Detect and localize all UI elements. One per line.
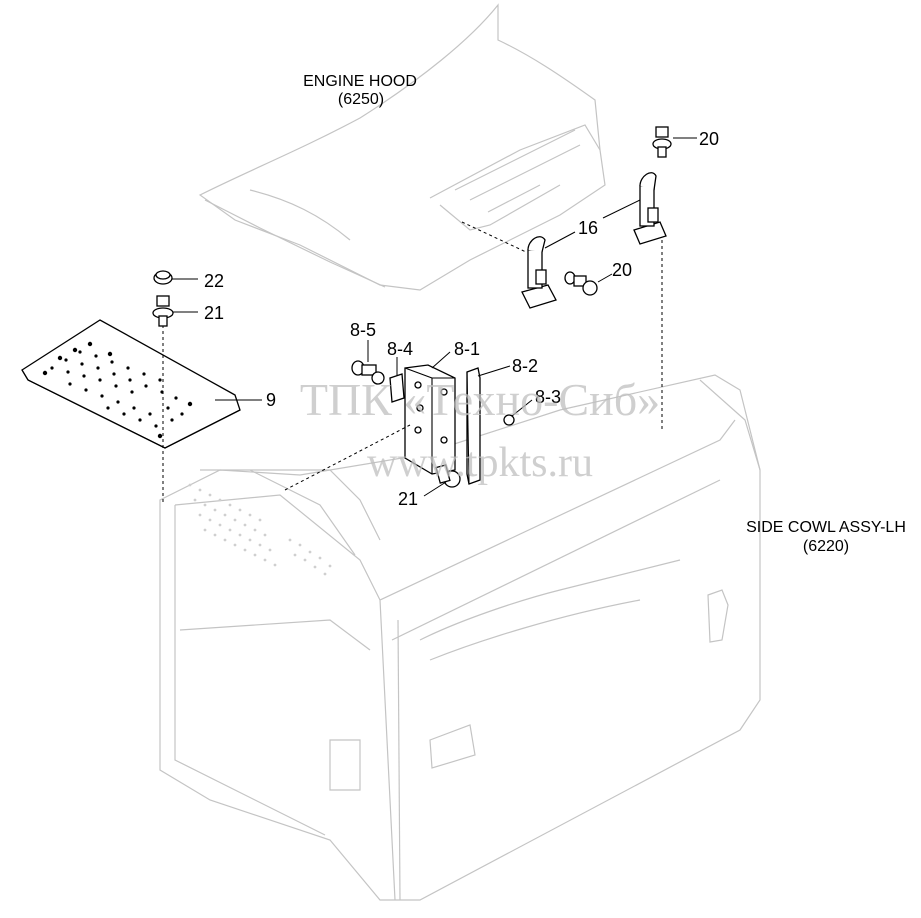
bolt-21-bottom <box>435 464 461 488</box>
callout-8-2: 8-2 <box>512 356 538 376</box>
step-plate <box>21 319 241 449</box>
engine-hood-code: (6250) <box>338 91 384 108</box>
side-cowl-name: SIDE COWL ASSY-LH <box>746 519 906 536</box>
side-cowl-code: (6220) <box>803 538 849 555</box>
callout-21-top: 21 <box>204 303 224 323</box>
latch-16-left <box>521 236 557 309</box>
bolt-20-middle <box>564 271 598 296</box>
callout-20-top: 20 <box>699 129 719 149</box>
plate-8-4 <box>389 373 405 403</box>
washer-8-3 <box>503 414 515 426</box>
side-cowl-outline <box>159 374 761 901</box>
leader-21-bottom <box>423 481 447 497</box>
latch-16-right <box>633 172 667 245</box>
leader-16-right <box>602 199 641 219</box>
callout-20-middle: 20 <box>612 260 632 280</box>
leader-8-2 <box>477 365 511 377</box>
callout-8-5: 8-5 <box>350 320 376 340</box>
callout-8-3: 8-3 <box>535 387 561 407</box>
engine-hood-name: ENGINE HOOD <box>303 73 417 90</box>
callout-8-1: 8-1 <box>454 339 480 359</box>
leader-8-3 <box>511 399 533 417</box>
bolt-20-top <box>652 126 672 158</box>
leader-20-middle <box>597 273 613 283</box>
callout-16: 16 <box>578 218 598 238</box>
strip-8-2 <box>466 367 481 485</box>
callout-21-bottom: 21 <box>398 489 418 509</box>
callout-9: 9 <box>266 390 276 410</box>
callout-8-4: 8-4 <box>387 339 413 359</box>
callout-22: 22 <box>204 271 224 291</box>
bolt-21-top <box>152 295 174 327</box>
cap-nut-22 <box>153 270 173 285</box>
bolt-8-5 <box>351 360 385 385</box>
leader-16-left <box>544 231 576 249</box>
watermark-url: www.tpkts.ru <box>367 440 593 486</box>
leader-8-1 <box>431 351 451 369</box>
watermark-company: ТПК «Техно-Сиб» <box>300 374 660 425</box>
bracket-8-1 <box>404 364 456 475</box>
engine-hood-outline <box>198 3 606 291</box>
cowl-grille <box>188 483 332 576</box>
